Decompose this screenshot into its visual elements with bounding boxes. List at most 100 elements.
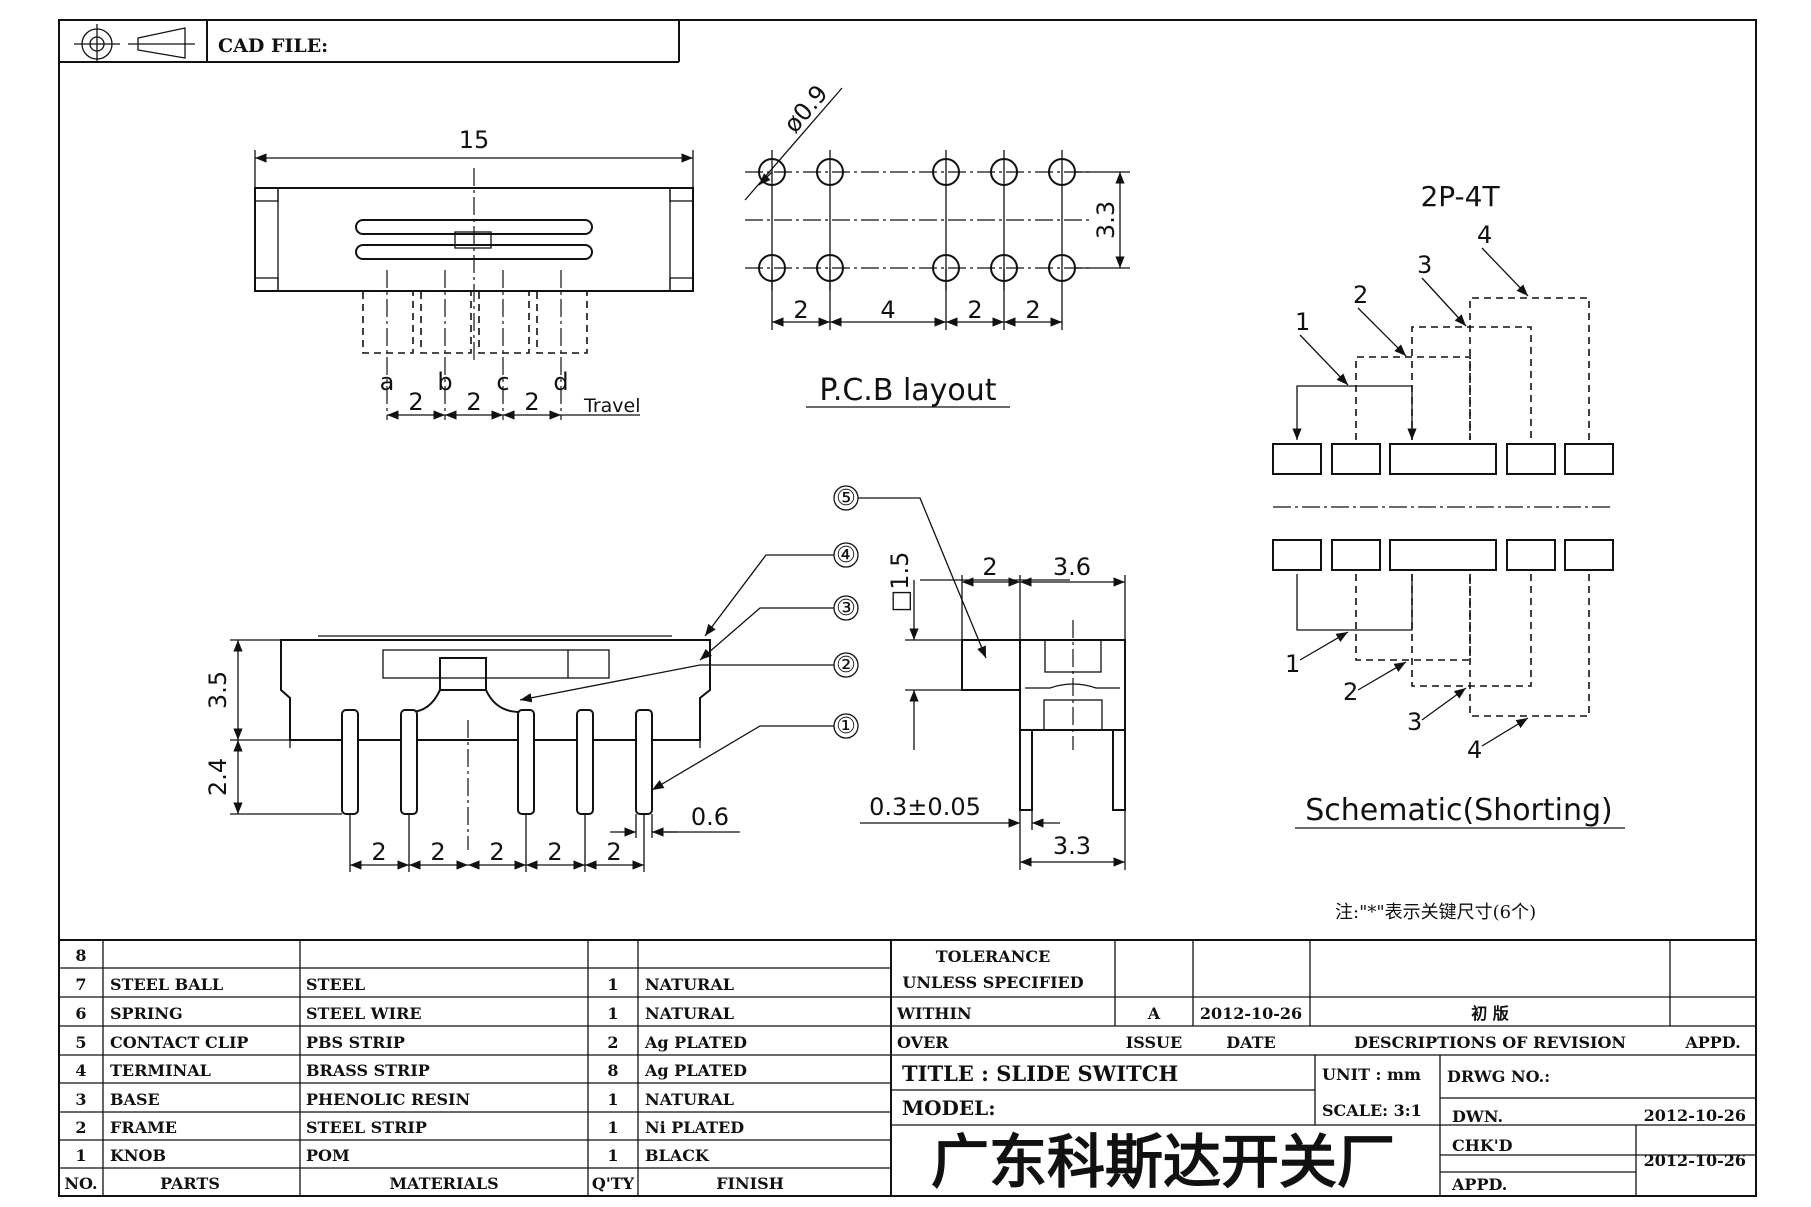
balloon-1: ①: [836, 714, 856, 739]
schematic-pos-2-top: 2: [1353, 281, 1368, 309]
knob-size: □1.5: [886, 552, 914, 613]
pin-pitch-5: 2: [606, 838, 621, 866]
travel-pitch-2: 2: [466, 388, 481, 416]
pin-height: 2.4: [204, 758, 232, 796]
bom-row: 4 TERMINAL BRASS STRIP 8 Ag PLATED: [75, 1061, 747, 1080]
unit-label: UNIT : mm: [1322, 1065, 1421, 1084]
part-balloons: ⑤ ④ ③ ② ①: [833, 485, 859, 739]
bom-part: BASE: [110, 1090, 160, 1109]
knob-offset: 2: [982, 553, 997, 581]
balloon-4: ④: [836, 543, 856, 568]
bom-finish: BLACK: [645, 1146, 710, 1165]
model-label: MODEL:: [902, 1096, 996, 1120]
bom-qty: 8: [607, 1061, 618, 1080]
note-key-dimensions: 注:"*"表示关键尺寸(6个): [1335, 902, 1536, 923]
bom-part: CONTACT CLIP: [110, 1033, 248, 1052]
front-view-pins: [362, 270, 588, 420]
bom-part: KNOB: [110, 1146, 166, 1165]
bom-qty: 1: [607, 975, 618, 994]
pin-pitch-1: 2: [371, 838, 386, 866]
pcb-pitch-1: 2: [793, 296, 808, 324]
bom-row: 1 KNOB POM 1 BLACK: [75, 1146, 709, 1165]
pin-pitch-3: 2: [489, 838, 504, 866]
bom-qty: 1: [607, 1004, 618, 1023]
chkd-date: 2012-10-26: [1644, 1151, 1746, 1170]
position-label-c: c: [496, 368, 509, 396]
bom-row: 3 BASE PHENOLIC RESIN 1 NATURAL: [75, 1090, 734, 1109]
bom-material: PBS STRIP: [306, 1033, 405, 1052]
scale-label: SCALE: 3:1: [1322, 1101, 1422, 1120]
pin-pitch-4: 2: [547, 838, 562, 866]
drawing-title: TITLE : SLIDE SWITCH: [902, 1061, 1178, 1086]
pcb-pitch-4: 2: [1025, 296, 1040, 324]
bom-no: 5: [75, 1033, 86, 1052]
body-height: 3.5: [204, 671, 232, 709]
pcb-row-spacing: 3.3: [1092, 201, 1120, 239]
bom-material: BRASS STRIP: [306, 1061, 430, 1080]
bom-qty: 1: [607, 1146, 618, 1165]
position-label-b: b: [437, 368, 452, 396]
bom-part: SPRING: [110, 1004, 183, 1023]
schematic: 2P-4T: [1272, 180, 1625, 829]
bom-finish: Ag PLATED: [644, 1033, 747, 1052]
bom-part: FRAME: [110, 1118, 177, 1137]
issue-value: A: [1147, 1004, 1161, 1023]
revision-date: 2012-10-26: [1200, 1004, 1302, 1023]
position-label-a: a: [380, 368, 395, 396]
pin-span: 3.3: [1053, 832, 1091, 860]
schematic-pos-3-bottom: 3: [1407, 708, 1422, 736]
pcb-layout-caption: P.C.B layout: [819, 373, 996, 408]
bom-finish: Ag PLATED: [644, 1061, 747, 1080]
bom-part: TERMINAL: [110, 1061, 211, 1080]
balloon-5: ⑤: [836, 486, 856, 511]
schematic-pos-4-bottom: 4: [1467, 736, 1482, 764]
bom-no: 1: [75, 1146, 86, 1165]
pcb-layout: 2 4 2 2 3.3 ø0.9 P.C.B layout: [744, 80, 1130, 408]
schematic-pos-1-bottom: 1: [1285, 650, 1300, 678]
bom-finish: NATURAL: [645, 1004, 734, 1023]
bom-no: 3: [75, 1090, 86, 1109]
bom-material: POM: [306, 1146, 350, 1165]
position-label-d: d: [553, 368, 568, 396]
col-qty: Q'TY: [592, 1174, 635, 1193]
travel-pitch-3: 2: [524, 388, 539, 416]
schematic-pos-4-top: 4: [1477, 221, 1492, 249]
schematic-contacts-bottom: [1272, 539, 1614, 571]
drawing-info: TITLE : SLIDE SWITCH UNIT : mm DRWG NO.:…: [902, 1061, 1746, 1196]
unless-specified-label: UNLESS SPECIFIED: [902, 973, 1083, 992]
title-block: NO. PARTS MATERIALS Q'TY FINISH 8 7 STEE…: [59, 939, 1756, 1196]
side-view-pins: [341, 709, 653, 815]
bom-row: 6 SPRING STEEL WIRE 1 NATURAL: [75, 1004, 734, 1023]
descriptions-label: DESCRIPTIONS OF REVISION: [1354, 1033, 1626, 1052]
travel-pitch-1: 2: [408, 388, 423, 416]
bom-finish: Ni PLATED: [645, 1118, 744, 1137]
pcb-pitch-3: 2: [967, 296, 982, 324]
bom-no: 2: [75, 1118, 86, 1137]
bom-header-row: NO. PARTS MATERIALS Q'TY FINISH: [64, 1174, 783, 1193]
revision-block: TOLERANCE UNLESS SPECIFIED WITHIN OVER A…: [896, 947, 1741, 1052]
balloon-3: ③: [836, 596, 856, 621]
bom-no: 7: [75, 975, 86, 994]
travel-label: Travel: [583, 395, 640, 417]
knob-width: 3.6: [1053, 553, 1091, 581]
bom-no: 8: [75, 946, 86, 965]
bom-no: 6: [75, 1004, 86, 1023]
company-name: 广东科斯达开关厂: [931, 1128, 1395, 1196]
col-finish: FINISH: [716, 1174, 784, 1193]
bom-qty: 2: [607, 1033, 618, 1052]
front-view: 15 a b c d 2 2 2 Travel: [254, 126, 694, 420]
schematic-pos-1-top: 1: [1295, 308, 1310, 336]
bom-row: 2 FRAME STEEL STRIP 1 Ni PLATED: [75, 1118, 744, 1137]
schematic-caption: Schematic(Shorting): [1305, 793, 1613, 828]
end-view: 2 3.6 □1.5 0.3±0.05 3.3: [860, 552, 1126, 870]
bom-part: STEEL BALL: [110, 975, 223, 994]
appd-label: APPD.: [1684, 1033, 1740, 1052]
sheet-border: [58, 19, 1757, 1197]
pin-width: 0.6: [691, 803, 729, 831]
approved-label: APPD.: [1451, 1175, 1507, 1194]
projection-symbol-icon: [74, 24, 195, 62]
bom-material: STEEL WIRE: [306, 1004, 422, 1023]
side-view: 3.5 2.4 2 2 2 2 2 0.6 ⑤ ④ ③ ② ①: [204, 485, 987, 872]
within-label: WITHIN: [896, 1004, 972, 1023]
